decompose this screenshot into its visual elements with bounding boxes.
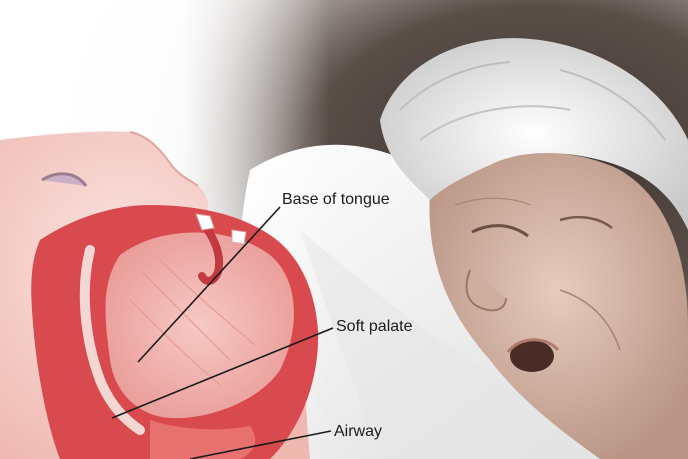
label-soft-palate: Soft palate <box>336 318 413 336</box>
tooth <box>232 230 246 244</box>
label-base-of-tongue: Base of tongue <box>282 191 390 209</box>
label-airway: Airway <box>334 423 382 441</box>
